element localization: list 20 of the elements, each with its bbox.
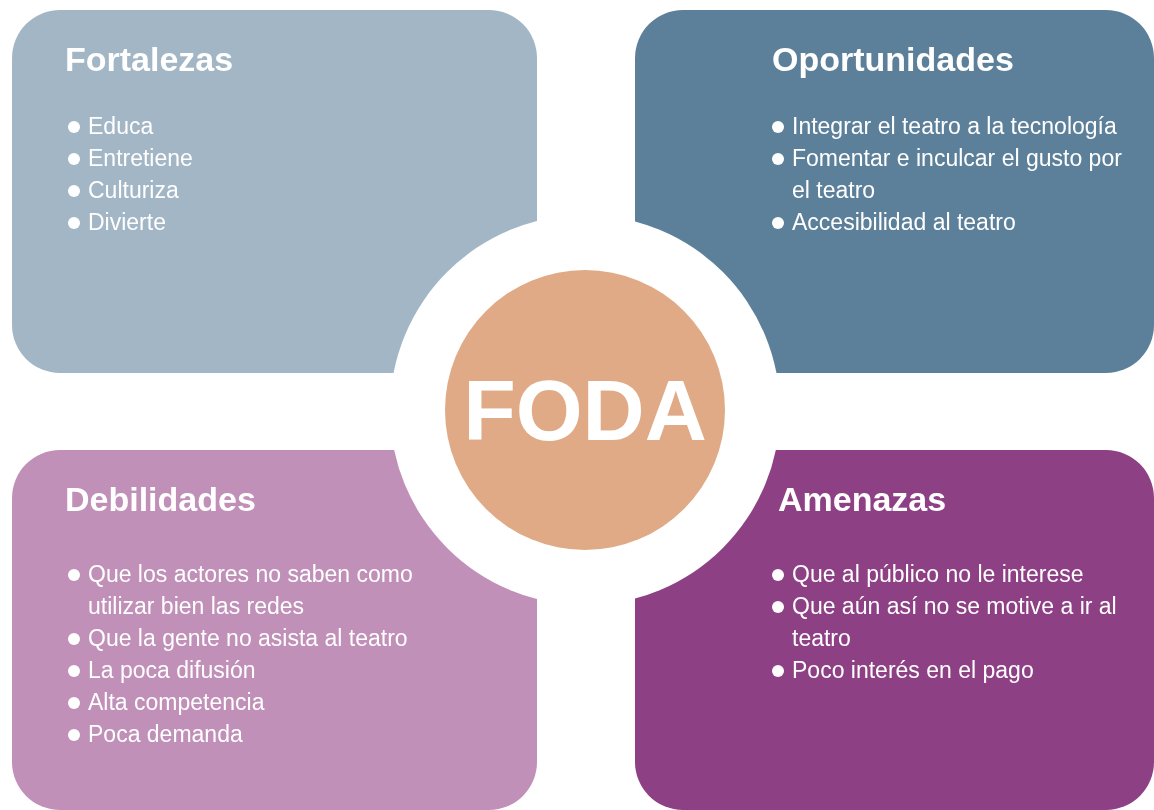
- bullet-item: Poca demanda: [88, 720, 243, 749]
- bullet-item: Que al público no le interese: [792, 560, 1084, 589]
- bullet-item: La poca difusión: [88, 656, 256, 685]
- bullet-item: Educa: [88, 112, 154, 141]
- bullet-item: Divierte: [88, 208, 166, 237]
- bullet-item: Accesibilidad al teatro: [792, 208, 1016, 237]
- bullet-item: Que los actores no saben como utilizar bien las redes: [88, 560, 414, 621]
- quadrant-heading: Amenazas: [778, 480, 947, 519]
- bullet-item: Fomentar e inculcar el gusto por el teatro: [792, 144, 1123, 205]
- bullet-item: Que aún así no se motive a ir al teatro: [792, 592, 1117, 653]
- bullet-item: Que la gente no asista al teatro: [88, 624, 408, 653]
- bullet-item: Entretiene: [88, 144, 193, 173]
- center-label: FODA: [463, 360, 707, 460]
- quadrant-heading: Debilidades: [65, 480, 256, 519]
- bullet-item: Poco interés en el pago: [792, 656, 1034, 685]
- bullet-item: Alta competencia: [88, 688, 265, 717]
- bullet-item: Culturiza: [88, 176, 179, 205]
- bullet-item: Integrar el teatro a la tecnología: [792, 112, 1117, 141]
- quadrant-heading: Oportunidades: [772, 40, 1014, 79]
- quadrant-heading: Fortalezas: [65, 40, 234, 79]
